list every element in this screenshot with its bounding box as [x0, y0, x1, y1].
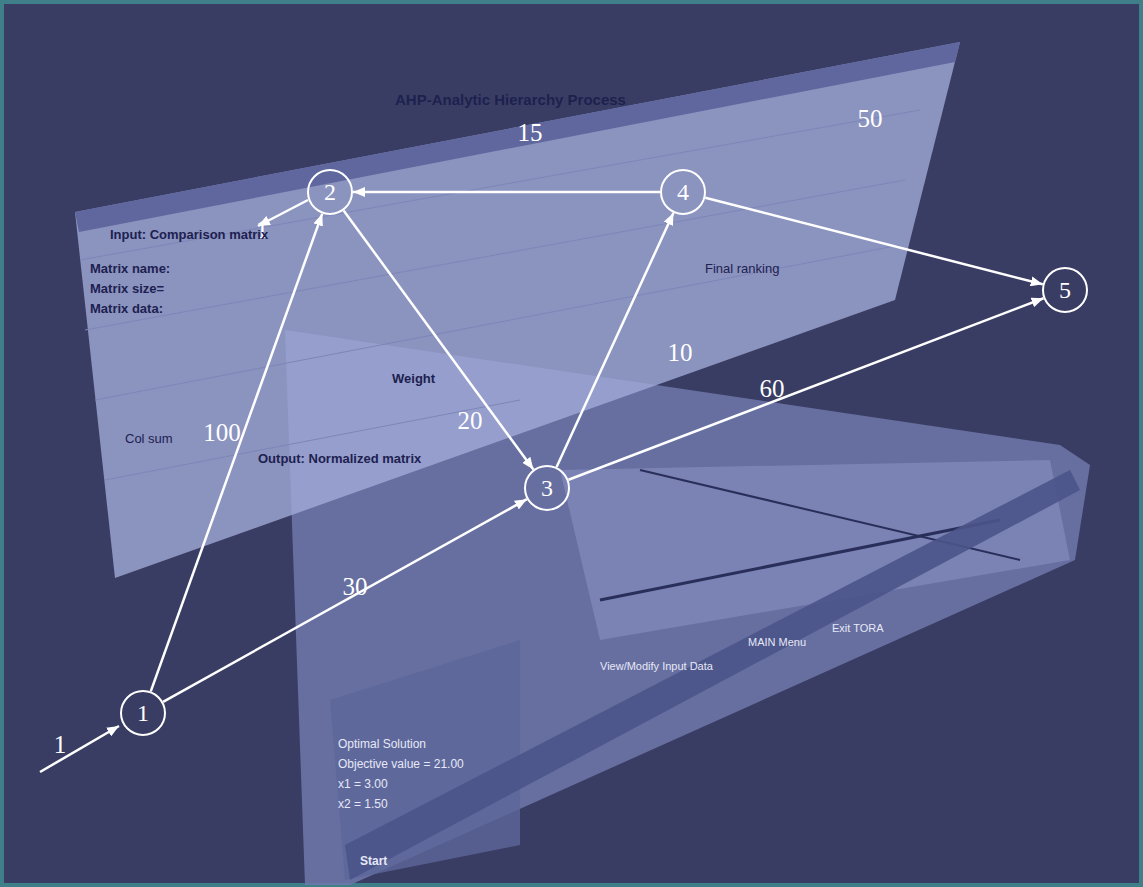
network-node: 2 — [307, 169, 353, 215]
sheet-text: Output: Normalized matrix — [258, 452, 421, 466]
arc-distance: 10 — [668, 340, 693, 365]
grid-line — [105, 400, 520, 480]
sheet-text: Matrix data: — [90, 302, 163, 316]
flow-value: 1 — [54, 731, 67, 759]
tora-text: Objective value = 21.00 — [338, 758, 464, 771]
sheet-text: Final ranking — [705, 262, 779, 276]
spreadsheet-toolbar — [75, 42, 960, 232]
network-arc — [344, 211, 534, 470]
node-number: 3 — [541, 476, 553, 500]
network-arc — [353, 191, 660, 194]
network-node: 1 — [120, 690, 166, 736]
arc-distance: 100 — [203, 420, 241, 445]
network-node: 5 — [1042, 267, 1088, 313]
grid-line — [85, 180, 905, 330]
sheet-text: Col sum — [125, 432, 173, 446]
node-number: 5 — [1059, 278, 1071, 302]
sheet-text: Input: Comparison matrix — [110, 228, 268, 242]
input-arrow — [40, 726, 119, 772]
sheet-title: AHP-Analytic Hierarchy Process — [395, 92, 626, 109]
sheet-text: Weight — [392, 372, 435, 386]
grid-line — [95, 245, 900, 400]
network-arc — [163, 499, 527, 702]
tora-text: x1 = 3.00 — [338, 778, 388, 791]
start-button: Start — [360, 855, 387, 868]
taskbar — [345, 470, 1080, 880]
arc-distance: 50 — [858, 106, 883, 131]
node-number: 1 — [137, 701, 149, 725]
arc-distance: 15 — [518, 120, 543, 145]
tora-text: x2 = 1.50 — [338, 798, 388, 811]
node-number: 2 — [324, 180, 336, 204]
network-arc — [557, 213, 674, 467]
network-node: 4 — [660, 169, 706, 215]
spreadsheet — [75, 42, 960, 578]
arc-distance: 30 — [343, 574, 368, 599]
tora-button: Exit TORA — [832, 622, 884, 634]
tora-button: MAIN Menu — [748, 636, 806, 648]
arc-distance: 60 — [760, 376, 785, 401]
sheet-text: Matrix size= — [90, 282, 164, 296]
grid-line — [80, 110, 920, 260]
arc-distance: 20 — [458, 408, 483, 433]
tora-button: View/Modify Input Data — [600, 660, 713, 672]
sheet-text: Matrix name: — [90, 262, 170, 276]
node-number: 4 — [677, 180, 689, 204]
network-node: 3 — [524, 465, 570, 511]
network-arc — [705, 198, 1042, 285]
network-arc — [568, 298, 1043, 480]
tora-text: Optimal Solution — [338, 738, 426, 751]
